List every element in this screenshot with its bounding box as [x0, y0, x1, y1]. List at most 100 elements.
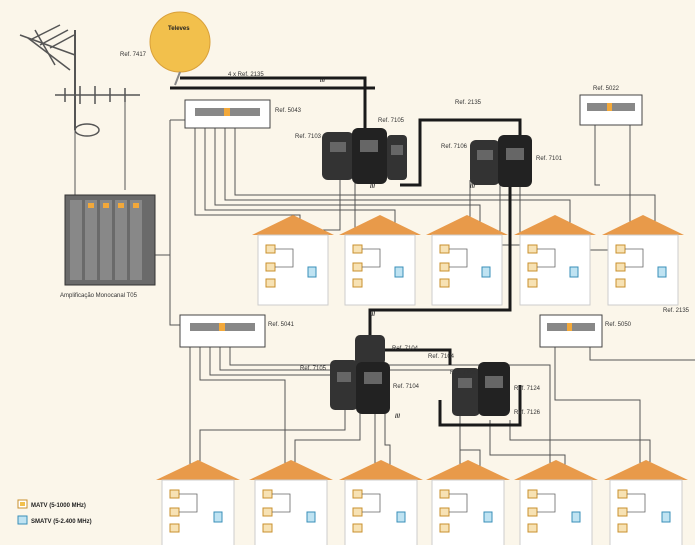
house [249, 460, 333, 545]
matv-outlet-icon [527, 507, 538, 517]
ref-cable-mid: Ref. 2135 [455, 100, 482, 106]
ref-switch-bl: Ref. 5041 [268, 322, 295, 328]
cable-marker-1: /// [320, 78, 325, 84]
house [252, 215, 334, 306]
matv-outlet-icon [617, 489, 628, 499]
smatv-outlet-icon [571, 511, 581, 523]
matv-outlet-icon [615, 278, 626, 288]
matv-outlet-icon [265, 244, 276, 254]
multiswitch-cluster-bottom-right [452, 362, 510, 416]
smatv-outlet-icon [481, 266, 491, 278]
multiswitch-cluster-top-left [322, 128, 407, 184]
matv-outlet-icon [169, 507, 180, 517]
smatv-outlet-icon [396, 511, 406, 523]
cable-marker-2: /// [370, 184, 375, 190]
switch-bottom-left [179, 314, 266, 348]
ref-switch-br: Ref. 5050 [605, 322, 632, 328]
ref-ms-7103: Ref. 7103 [295, 134, 322, 140]
matv-outlet-icon [617, 507, 628, 517]
cable-marker-4: /// [370, 312, 375, 318]
ref-ms-7126: Ref. 7126 [514, 410, 541, 416]
matv-outlet-icon [352, 278, 363, 288]
amp-label: Amplificação Monocanal T05 [60, 293, 138, 299]
ref-ms-7105b: Ref. 7105 [300, 366, 327, 372]
vhf-antenna-icon [55, 86, 140, 104]
house [426, 215, 508, 306]
ref-ms-7104b: Ref. 7104 [393, 384, 420, 390]
amplifier-rack [64, 194, 156, 286]
house [339, 460, 423, 545]
matv-outlet-icon [262, 523, 273, 533]
house [426, 460, 510, 545]
smatv-outlet-icon [483, 511, 493, 523]
house [514, 460, 598, 545]
matv-outlet-icon [617, 523, 628, 533]
matv-outlet-icon [439, 262, 450, 272]
matv-outlet-icon [169, 489, 180, 499]
matv-outlet-icon [262, 489, 273, 499]
matv-outlet-icon [439, 278, 450, 288]
ref-ms-7104c: Ref. 7104 [428, 354, 455, 360]
matv-outlet-icon [615, 244, 626, 254]
switch-top-right [579, 94, 643, 126]
switch-bottom-right [539, 314, 603, 348]
multiswitch-cluster-bottom-left [330, 335, 390, 414]
matv-outlet-icon [352, 507, 363, 517]
matv-outlet-icon [615, 262, 626, 272]
matv-outlet-icon [262, 507, 273, 517]
smatv-outlet-icon [394, 266, 404, 278]
ref-ms-7106: Ref. 7106 [441, 144, 468, 150]
smatv-outlet-icon [657, 266, 667, 278]
ref-ms-7124: Ref. 7124 [514, 386, 541, 392]
ref-cable-top: 4 x Ref. 2135 [228, 72, 264, 78]
uhf-antenna-icon [19, 24, 76, 71]
ref-ms-7108: Ref. 7108 [450, 370, 477, 376]
houses [156, 215, 688, 545]
house [602, 215, 684, 306]
cable-marker-3: /// [470, 184, 475, 190]
matv-outlet-icon [265, 278, 276, 288]
antenna-mast [19, 24, 140, 137]
house [156, 460, 240, 545]
matv-outlet-icon [169, 523, 180, 533]
smatv-outlet-icon [661, 511, 671, 523]
cable-marker-5: /// [395, 414, 400, 420]
house [604, 460, 688, 545]
ref-cable-right: Ref. 2135 [663, 308, 690, 314]
thick-cables [170, 76, 522, 427]
matv-outlet-icon [439, 523, 450, 533]
dish-brand: Televes [168, 26, 190, 32]
switch-top-left [184, 99, 271, 129]
legend: MATV (5-1000 MHz) SMATV (5-2.400 MHz) [17, 499, 92, 525]
matv-outlet-icon [352, 489, 363, 499]
fm-loop-antenna-icon [74, 123, 100, 137]
smatv-outlet-icon [306, 511, 316, 523]
matv-outlet-icon [439, 507, 450, 517]
matv-outlet-icon [439, 244, 450, 254]
multiswitch-cluster-top-right [470, 135, 532, 187]
matv-outlet-icon [527, 523, 538, 533]
ref-ms-7101: Ref. 7101 [536, 156, 563, 162]
ref-switch-tl: Ref. 5043 [275, 108, 302, 114]
matv-outlet-icon [352, 262, 363, 272]
legend-matv: MATV (5-1000 MHz) [31, 503, 86, 509]
ref-ms-7104a: Ref. 7104 [392, 346, 419, 352]
smatv-outlet-icon [307, 266, 317, 278]
house [514, 215, 596, 306]
satellite-dish-icon [149, 11, 211, 86]
ref-dish: Ref. 7417 [120, 52, 147, 58]
ref-switch-tr: Ref. 5022 [593, 86, 620, 92]
matv-outlet-icon [527, 489, 538, 499]
matv-outlet-icon [527, 262, 538, 272]
legend-smatv: SMATV (5-2.400 MHz) [31, 519, 92, 525]
matv-outlet-icon [352, 244, 363, 254]
house [339, 215, 421, 306]
matv-outlet-icon [527, 244, 538, 254]
matv-outlet-icon [527, 278, 538, 288]
smatv-outlet-icon [569, 266, 579, 278]
ref-ms-7105: Ref. 7105 [378, 118, 405, 124]
matv-outlet-icon [352, 523, 363, 533]
matv-outlet-icon [439, 489, 450, 499]
